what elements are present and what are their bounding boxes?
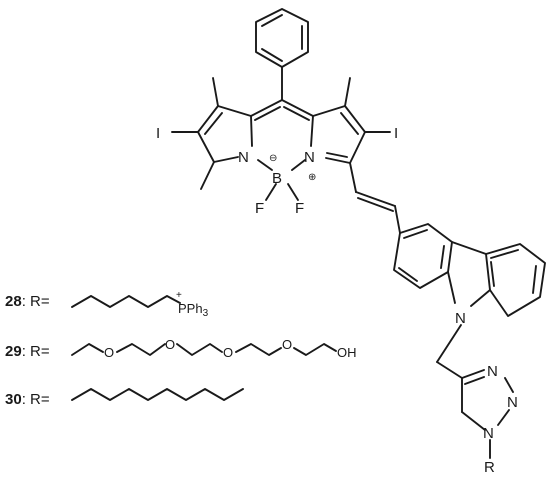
compound-29-oxygen-4: O	[282, 337, 292, 352]
compound-29-oxygen-2: O	[165, 337, 175, 352]
phenyl-ring	[255, 8, 309, 68]
chain-29	[71, 343, 337, 356]
compound-29-label: 29: R=	[5, 343, 50, 360]
triazole-unit	[436, 324, 514, 459]
compound-29-terminal: OH	[337, 345, 357, 360]
compound-30-label: 30: R=	[5, 391, 50, 408]
compound-29-row: 29: R= O O O O OH	[5, 337, 357, 360]
chain-28	[71, 295, 181, 308]
triazole-n2-label: N	[507, 394, 518, 411]
r-group-label: R	[484, 459, 495, 476]
compound-28-terminal: PPh3	[178, 301, 209, 319]
compound-28-label: 28: R=	[5, 293, 50, 310]
carbazole-nitrogen-label: N	[455, 310, 466, 327]
fluorine-right-label: F	[295, 200, 304, 217]
iodine-right-label: I	[394, 125, 398, 142]
boron-label: B	[272, 170, 282, 187]
triazole-n1-label: N	[487, 363, 498, 380]
compound-29-oxygen-3: O	[223, 345, 233, 360]
compound-28-row: 28: R= + PPh3	[5, 290, 209, 319]
compound-29-oxygen-1: O	[104, 345, 114, 360]
nitrogen-positive-charge: ⊕	[308, 172, 316, 183]
fluorine-left-label: F	[255, 200, 264, 217]
compound-30-row: 30: R=	[5, 391, 50, 408]
nitrogen-left-label: N	[238, 149, 249, 166]
vinyl-linker	[349, 162, 401, 234]
bodipy-core	[171, 66, 391, 201]
carbazole	[393, 223, 546, 317]
boron-negative-charge: ⊖	[269, 153, 277, 164]
compound-28-charge: +	[176, 290, 182, 301]
chain-30	[71, 388, 244, 401]
atom-labels: I I N N B ⊖ ⊕ F F N N N N R	[156, 125, 518, 476]
triazole-n3-label: N	[483, 425, 494, 442]
nitrogen-right-label: N	[304, 149, 315, 166]
iodine-left-label: I	[156, 125, 160, 142]
